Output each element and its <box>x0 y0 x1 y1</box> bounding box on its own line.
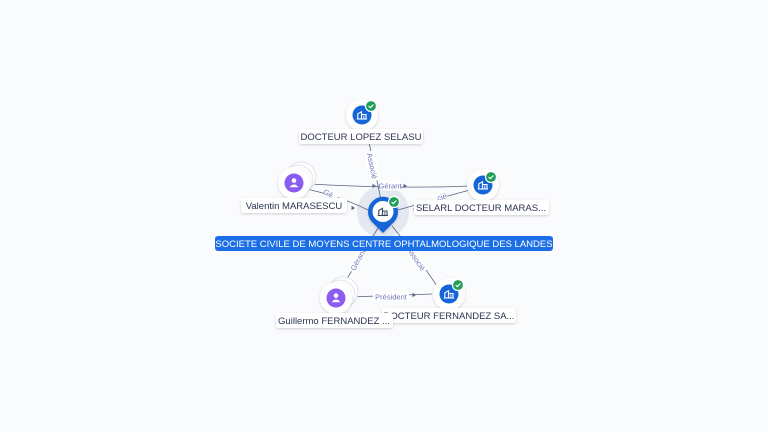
check-icon <box>451 278 465 292</box>
building-icon <box>477 180 488 190</box>
node-label: Valentin MARASESCU <box>246 201 343 212</box>
building-icon <box>443 289 454 299</box>
edge-label-valentin-marasescu: Gérant <box>379 182 403 191</box>
check-icon <box>387 195 401 209</box>
node-label-bg <box>382 308 516 323</box>
person-icon <box>289 178 299 188</box>
check-mark <box>488 175 494 180</box>
building-icon <box>356 110 367 120</box>
node-label: SELARL DOCTEUR MARAS... <box>416 203 546 214</box>
arrow-head <box>351 205 355 211</box>
check-icon <box>484 170 498 184</box>
check-icon <box>364 99 378 113</box>
person-icon <box>331 293 341 303</box>
node-badge <box>284 173 304 193</box>
check-mark <box>368 104 374 109</box>
building-icon <box>377 207 388 217</box>
arrow-head <box>372 183 376 189</box>
node-label-bg <box>414 200 549 215</box>
node-selarl-docteur-marasescu[interactable]: SELARL DOCTEUR MARAS... <box>414 169 549 215</box>
node-label-bg <box>241 198 347 213</box>
arrow-head <box>412 292 416 298</box>
node-badge <box>326 288 346 308</box>
node-label-bg <box>299 129 423 144</box>
central-label-bg <box>215 236 553 251</box>
node-docteur-lopez-selasu[interactable]: DOCTEUR LOPEZ SELASU <box>299 99 423 144</box>
central-node[interactable]: SOCIETE CIVILE DE MOYENS CENTRE OPHTALMO… <box>215 195 553 252</box>
check-mark <box>391 200 397 205</box>
check-mark <box>455 283 461 288</box>
node-label-bg <box>276 313 393 328</box>
arrow-head <box>403 183 407 189</box>
node-label: DOCTEUR LOPEZ SELASU <box>301 132 422 143</box>
edge-label-lopez: Associé <box>365 152 379 180</box>
node-label: Guillermo FERNANDEZ ... <box>278 316 390 327</box>
node-docteur-fernandez-sa[interactable]: DOCTEUR FERNANDEZ SA... <box>382 278 516 323</box>
central-label: SOCIETE CIVILE DE MOYENS CENTRE OPHTALMO… <box>215 239 552 250</box>
node-valentin-marasescu[interactable]: Valentin MARASESCU <box>241 161 347 213</box>
node-label: DOCTEUR FERNANDEZ SA... <box>384 311 515 322</box>
node-guillermo-fernandez[interactable]: Guillermo FERNANDEZ ... <box>276 276 393 328</box>
edge-label-guillermo-fernandez: Président <box>375 293 408 302</box>
